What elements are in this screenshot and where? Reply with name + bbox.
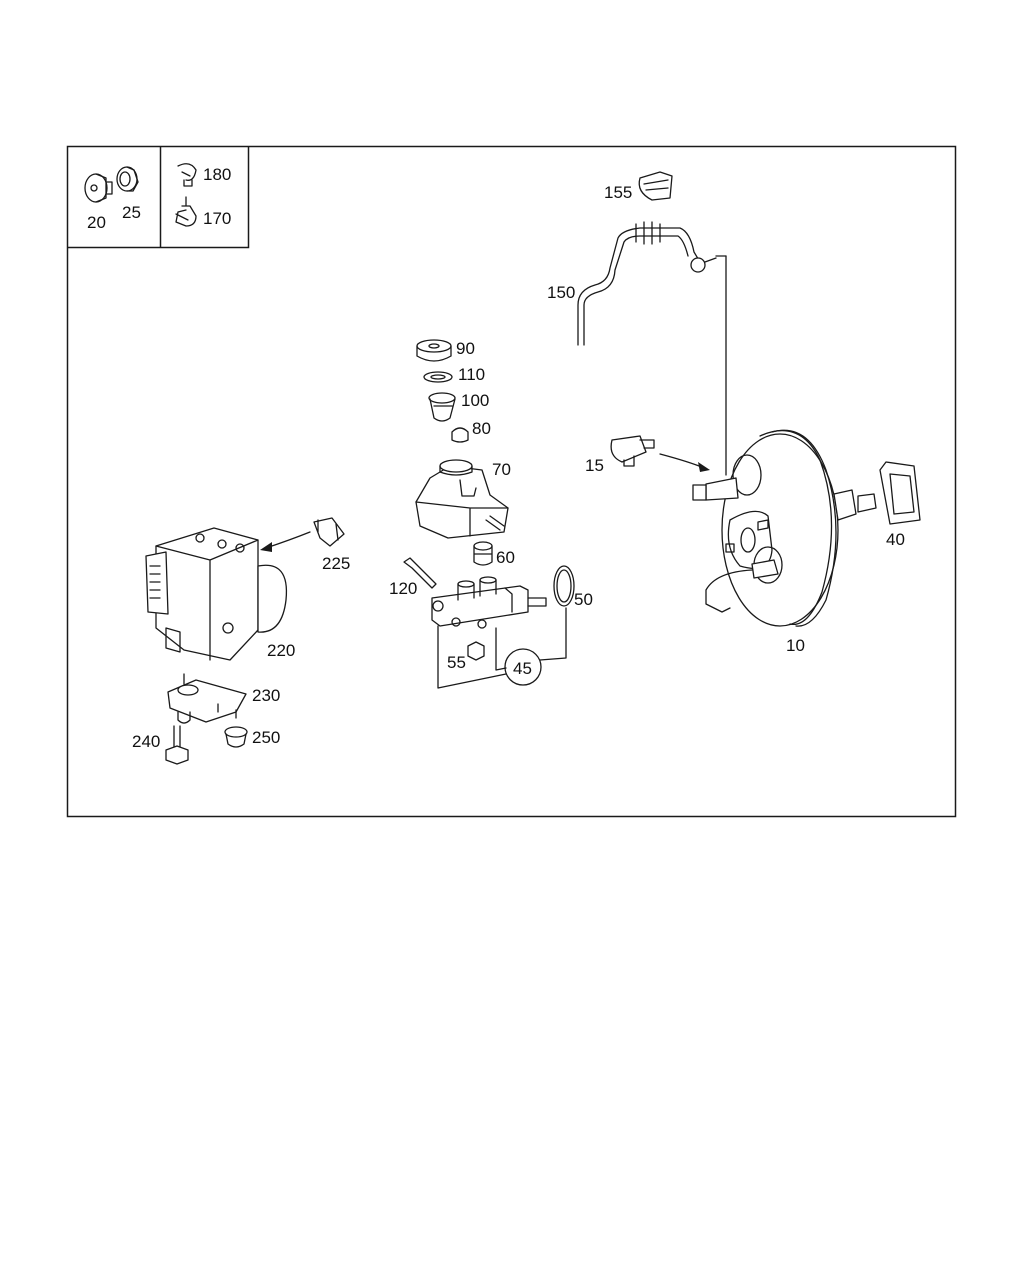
part-230-bracket[interactable] bbox=[167, 673, 247, 724]
part-25-grommet[interactable] bbox=[116, 166, 139, 192]
label-70: 70 bbox=[492, 460, 511, 479]
part-180-clip[interactable] bbox=[177, 163, 197, 187]
label-60: 60 bbox=[496, 548, 515, 567]
label-120: 120 bbox=[389, 579, 417, 598]
part-15-sensor[interactable] bbox=[610, 435, 655, 467]
label-40: 40 bbox=[886, 530, 905, 549]
part-10-brake-booster[interactable] bbox=[692, 429, 877, 627]
label-155: 155 bbox=[604, 183, 632, 202]
label-80: 80 bbox=[472, 419, 491, 438]
part-50-oring[interactable] bbox=[553, 565, 575, 607]
part-40-gasket[interactable] bbox=[879, 461, 921, 525]
arrow-225-to-220 bbox=[260, 531, 311, 552]
part-150-vacuum-line[interactable] bbox=[577, 221, 727, 476]
part-220-hydraulic-unit[interactable] bbox=[145, 527, 288, 661]
arrow-15-to-10 bbox=[659, 453, 710, 472]
label-240: 240 bbox=[132, 732, 160, 751]
part-60-plug[interactable] bbox=[473, 541, 493, 566]
part-155-grommet[interactable] bbox=[638, 171, 673, 201]
label-110: 110 bbox=[458, 365, 485, 384]
label-20: 20 bbox=[87, 213, 106, 232]
inset-box-dividers bbox=[67, 146, 250, 249]
label-15: 15 bbox=[585, 456, 604, 475]
label-170: 170 bbox=[203, 209, 231, 228]
label-45: 45 bbox=[513, 659, 532, 678]
part-70-reservoir[interactable] bbox=[415, 459, 509, 539]
part-45-callout bbox=[437, 607, 567, 689]
part-45-master-cylinder[interactable] bbox=[431, 576, 547, 629]
label-150: 150 bbox=[547, 283, 575, 302]
part-100-strainer[interactable] bbox=[428, 392, 456, 422]
part-labels: 20 25 180 170 155 150 90 110 100 80 70 1… bbox=[87, 165, 905, 751]
label-100: 100 bbox=[461, 391, 489, 410]
label-25: 25 bbox=[122, 203, 141, 222]
label-180: 180 bbox=[203, 165, 231, 184]
part-90-cap[interactable] bbox=[416, 339, 452, 362]
label-90: 90 bbox=[456, 339, 475, 358]
part-250-grommet[interactable] bbox=[224, 726, 248, 748]
part-55-nut[interactable] bbox=[467, 641, 485, 661]
part-225-switch[interactable] bbox=[313, 517, 345, 547]
label-55: 55 bbox=[447, 653, 466, 672]
part-110-seal[interactable] bbox=[423, 371, 453, 383]
part-80-cap[interactable] bbox=[451, 427, 469, 443]
part-170-holder[interactable] bbox=[175, 196, 197, 227]
label-250: 250 bbox=[252, 728, 280, 747]
part-120-bleed-screw[interactable] bbox=[403, 557, 437, 589]
label-230: 230 bbox=[252, 686, 280, 705]
part-20-plug[interactable] bbox=[84, 173, 113, 203]
label-225: 225 bbox=[322, 554, 350, 573]
label-10: 10 bbox=[786, 636, 805, 655]
diagram-frame bbox=[66, 145, 957, 818]
label-220: 220 bbox=[267, 641, 295, 660]
part-240-bolt[interactable] bbox=[165, 725, 189, 765]
label-50: 50 bbox=[574, 590, 593, 609]
